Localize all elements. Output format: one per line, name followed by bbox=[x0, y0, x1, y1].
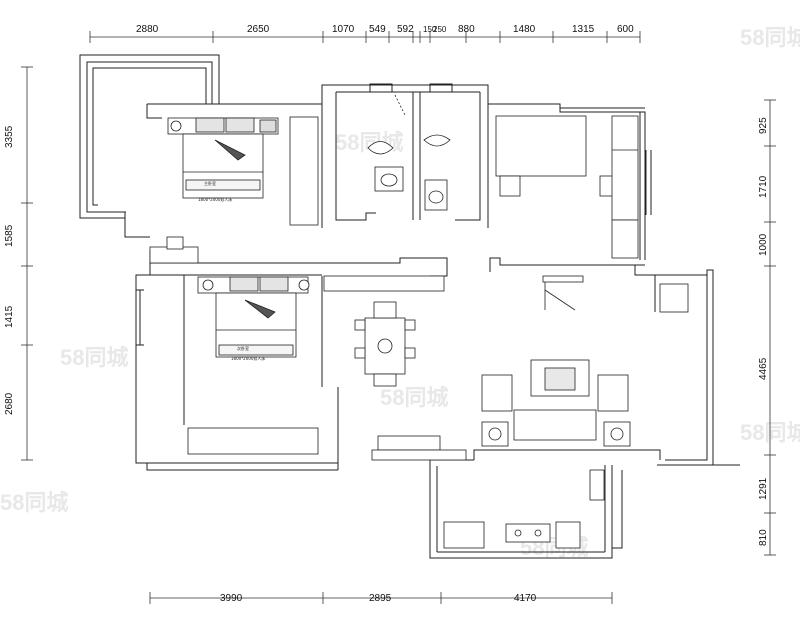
living-room-wall bbox=[634, 265, 656, 312]
dim-left-2: 1585 bbox=[4, 224, 15, 247]
dim-top-8: 880 bbox=[458, 24, 475, 35]
walls bbox=[79, 54, 740, 559]
dim-top-5: 592 bbox=[397, 24, 414, 35]
balcony-outline bbox=[79, 54, 220, 219]
dimension-labels-right: 925 1710 1000 4465 1291 810 bbox=[758, 117, 769, 546]
room-labels: 主卧室 1800*2000双人床 次卧室 1800*2000双人床 bbox=[198, 180, 265, 361]
dim-bottom-3: 4170 bbox=[514, 593, 537, 604]
dimension-lines bbox=[21, 31, 776, 604]
second-bed bbox=[197, 276, 310, 358]
dim-bottom-1: 3990 bbox=[220, 593, 243, 604]
second-bed-label: 次卧室 bbox=[237, 345, 249, 351]
dim-top-9: 1480 bbox=[513, 24, 536, 35]
kitchen-fixtures bbox=[443, 469, 605, 549]
watermark-text: 58同城 bbox=[380, 385, 448, 410]
dining-table bbox=[354, 301, 416, 387]
bathroom-fixtures bbox=[367, 94, 451, 211]
dim-top-11: 600 bbox=[617, 24, 634, 35]
dim-left-1: 3355 bbox=[4, 125, 15, 148]
dim-right-3: 1000 bbox=[758, 233, 769, 256]
dim-left-4: 2680 bbox=[4, 392, 15, 415]
watermark-text: 58同城 bbox=[60, 345, 128, 370]
dim-top-6: 150 bbox=[423, 25, 437, 34]
dim-top-1: 2880 bbox=[136, 24, 159, 35]
dim-top-3: 1070 bbox=[332, 24, 355, 35]
dim-right-1: 925 bbox=[758, 117, 769, 134]
dim-top-7: 250 bbox=[433, 25, 447, 34]
watermark-text: 58同城 bbox=[335, 130, 403, 155]
watermark-layer: 58同城 58同城 58同城 58同城 58同城 58同城 58同城 bbox=[0, 25, 800, 560]
dimension-labels-bottom: 3990 2895 4170 bbox=[220, 593, 537, 604]
master-bed-label: 主卧室 bbox=[204, 180, 216, 186]
dim-right-5: 1291 bbox=[758, 477, 769, 500]
watermark-text: 58同城 bbox=[740, 25, 800, 50]
chair bbox=[166, 236, 184, 250]
third-bed-wall bbox=[488, 103, 646, 260]
master-bed bbox=[167, 117, 279, 199]
second-bed-wall bbox=[135, 250, 338, 464]
hall-cabinet bbox=[323, 275, 445, 292]
furniture bbox=[149, 94, 689, 549]
living-room-set bbox=[481, 275, 689, 447]
third-bed bbox=[495, 115, 639, 259]
dim-top-10: 1315 bbox=[572, 24, 595, 35]
second-bed-size: 1800*2000双人床 bbox=[231, 355, 265, 361]
balcony-inner bbox=[86, 61, 213, 213]
second-wardrobe bbox=[187, 427, 319, 455]
dim-bottom-2: 2895 bbox=[369, 593, 392, 604]
bathroom-wall bbox=[321, 84, 489, 104]
kitchen-wall bbox=[429, 450, 613, 559]
master-bed-size: 1800*2000双人床 bbox=[198, 196, 232, 202]
dim-right-6: 810 bbox=[758, 529, 769, 546]
console-table bbox=[377, 435, 441, 451]
master-wardrobe bbox=[289, 116, 319, 226]
dim-top-2: 2650 bbox=[247, 24, 270, 35]
dim-top-4: 549 bbox=[369, 24, 386, 35]
dimension-labels-top: 2880 2650 1070 549 592 150 250 880 1480 … bbox=[136, 24, 634, 35]
dim-right-2: 1710 bbox=[758, 175, 769, 198]
dim-right-4: 4465 bbox=[758, 357, 769, 380]
dim-left-3: 1415 bbox=[4, 305, 15, 328]
dimension-labels-left: 3355 1585 1415 2680 bbox=[4, 125, 15, 415]
watermark-text: 58同城 bbox=[0, 490, 68, 515]
